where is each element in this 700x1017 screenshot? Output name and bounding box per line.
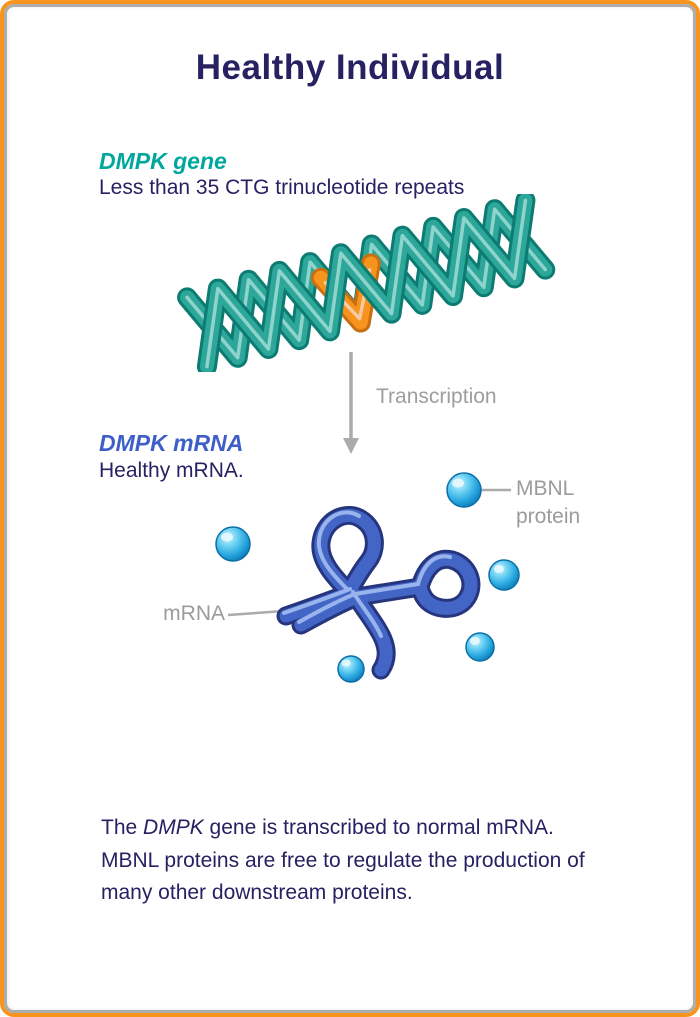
mbnl-protein-spheres [215, 472, 520, 683]
footer-description: The DMPK gene is transcribed to normal m… [101, 812, 619, 910]
transcription-label: Transcription [376, 385, 497, 408]
mbnl-protein-sphere [337, 655, 365, 683]
footer-text-rest: MBNL proteins are free to regulate the p… [101, 848, 585, 905]
dmpk-gene-heading: DMPK gene [99, 148, 227, 174]
dmpk-gene-subheading: Less than 35 CTG trinucleotide repeats [99, 176, 465, 199]
mbnl-protein-sphere [488, 559, 520, 591]
transcription-arrow [343, 352, 359, 454]
footer-text-line1-rest: gene is transcribed to normal mRNA. [203, 816, 554, 839]
mbnl-protein-sphere [446, 472, 482, 508]
mrna-molecule [276, 505, 481, 680]
footer-text-gene-name: DMPK [143, 816, 204, 839]
dmpk-mrna-subheading: Healthy mRNA. [99, 459, 244, 482]
mrna-molecule-illustration [215, 472, 520, 683]
mbnl-protein-label: MBNL protein [516, 477, 581, 528]
footer-text-prefix: The [101, 816, 144, 839]
page-title: Healthy Individual [195, 48, 505, 87]
mrna-pointer-line [227, 609, 285, 617]
mrna-label: mRNA [163, 602, 225, 625]
dna-helix-illustration [177, 194, 556, 372]
dna-strand-front [196, 194, 536, 372]
mbnl-protein-sphere [465, 632, 495, 662]
dmpk-mrna-heading: DMPK mRNA [99, 430, 244, 456]
mbnl-protein-sphere [215, 526, 251, 562]
